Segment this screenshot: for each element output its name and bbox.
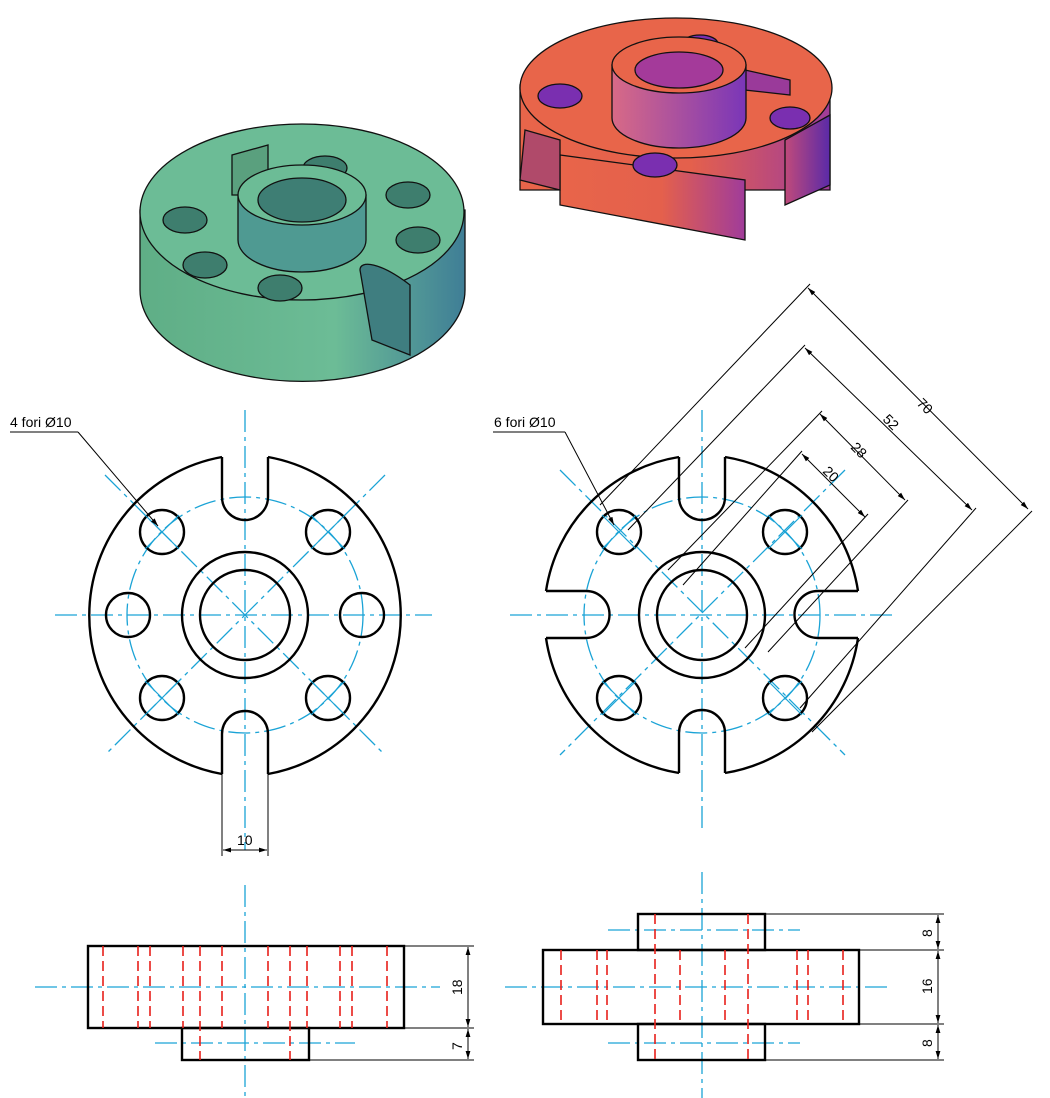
dim-7-label: 7 xyxy=(449,1042,465,1050)
dim-20-label: 20 xyxy=(820,463,842,485)
dim-18-label: 18 xyxy=(449,979,465,995)
dim-16-label: 16 xyxy=(919,978,935,994)
right-side-view: 8 16 8 xyxy=(505,872,944,1098)
dim-8-top-label: 8 xyxy=(919,929,935,937)
slot-width-label: 10 xyxy=(237,832,253,848)
left-holes-note: 4 fori Ø10 xyxy=(10,414,72,430)
left-front-view: 4 fori Ø10 10 xyxy=(10,410,432,856)
dim-8-bottom-label: 8 xyxy=(919,1039,935,1047)
right-holes-note: 6 fori Ø10 xyxy=(494,414,556,430)
right-front-view: 6 fori Ø10 70 52 28 20 xyxy=(493,283,1033,830)
left-side-view: 18 7 xyxy=(35,885,474,1098)
dim-52-label: 52 xyxy=(880,411,902,433)
green-3d-part xyxy=(139,123,466,383)
dim-28-label: 28 xyxy=(848,439,870,461)
red-3d-part xyxy=(519,17,833,241)
